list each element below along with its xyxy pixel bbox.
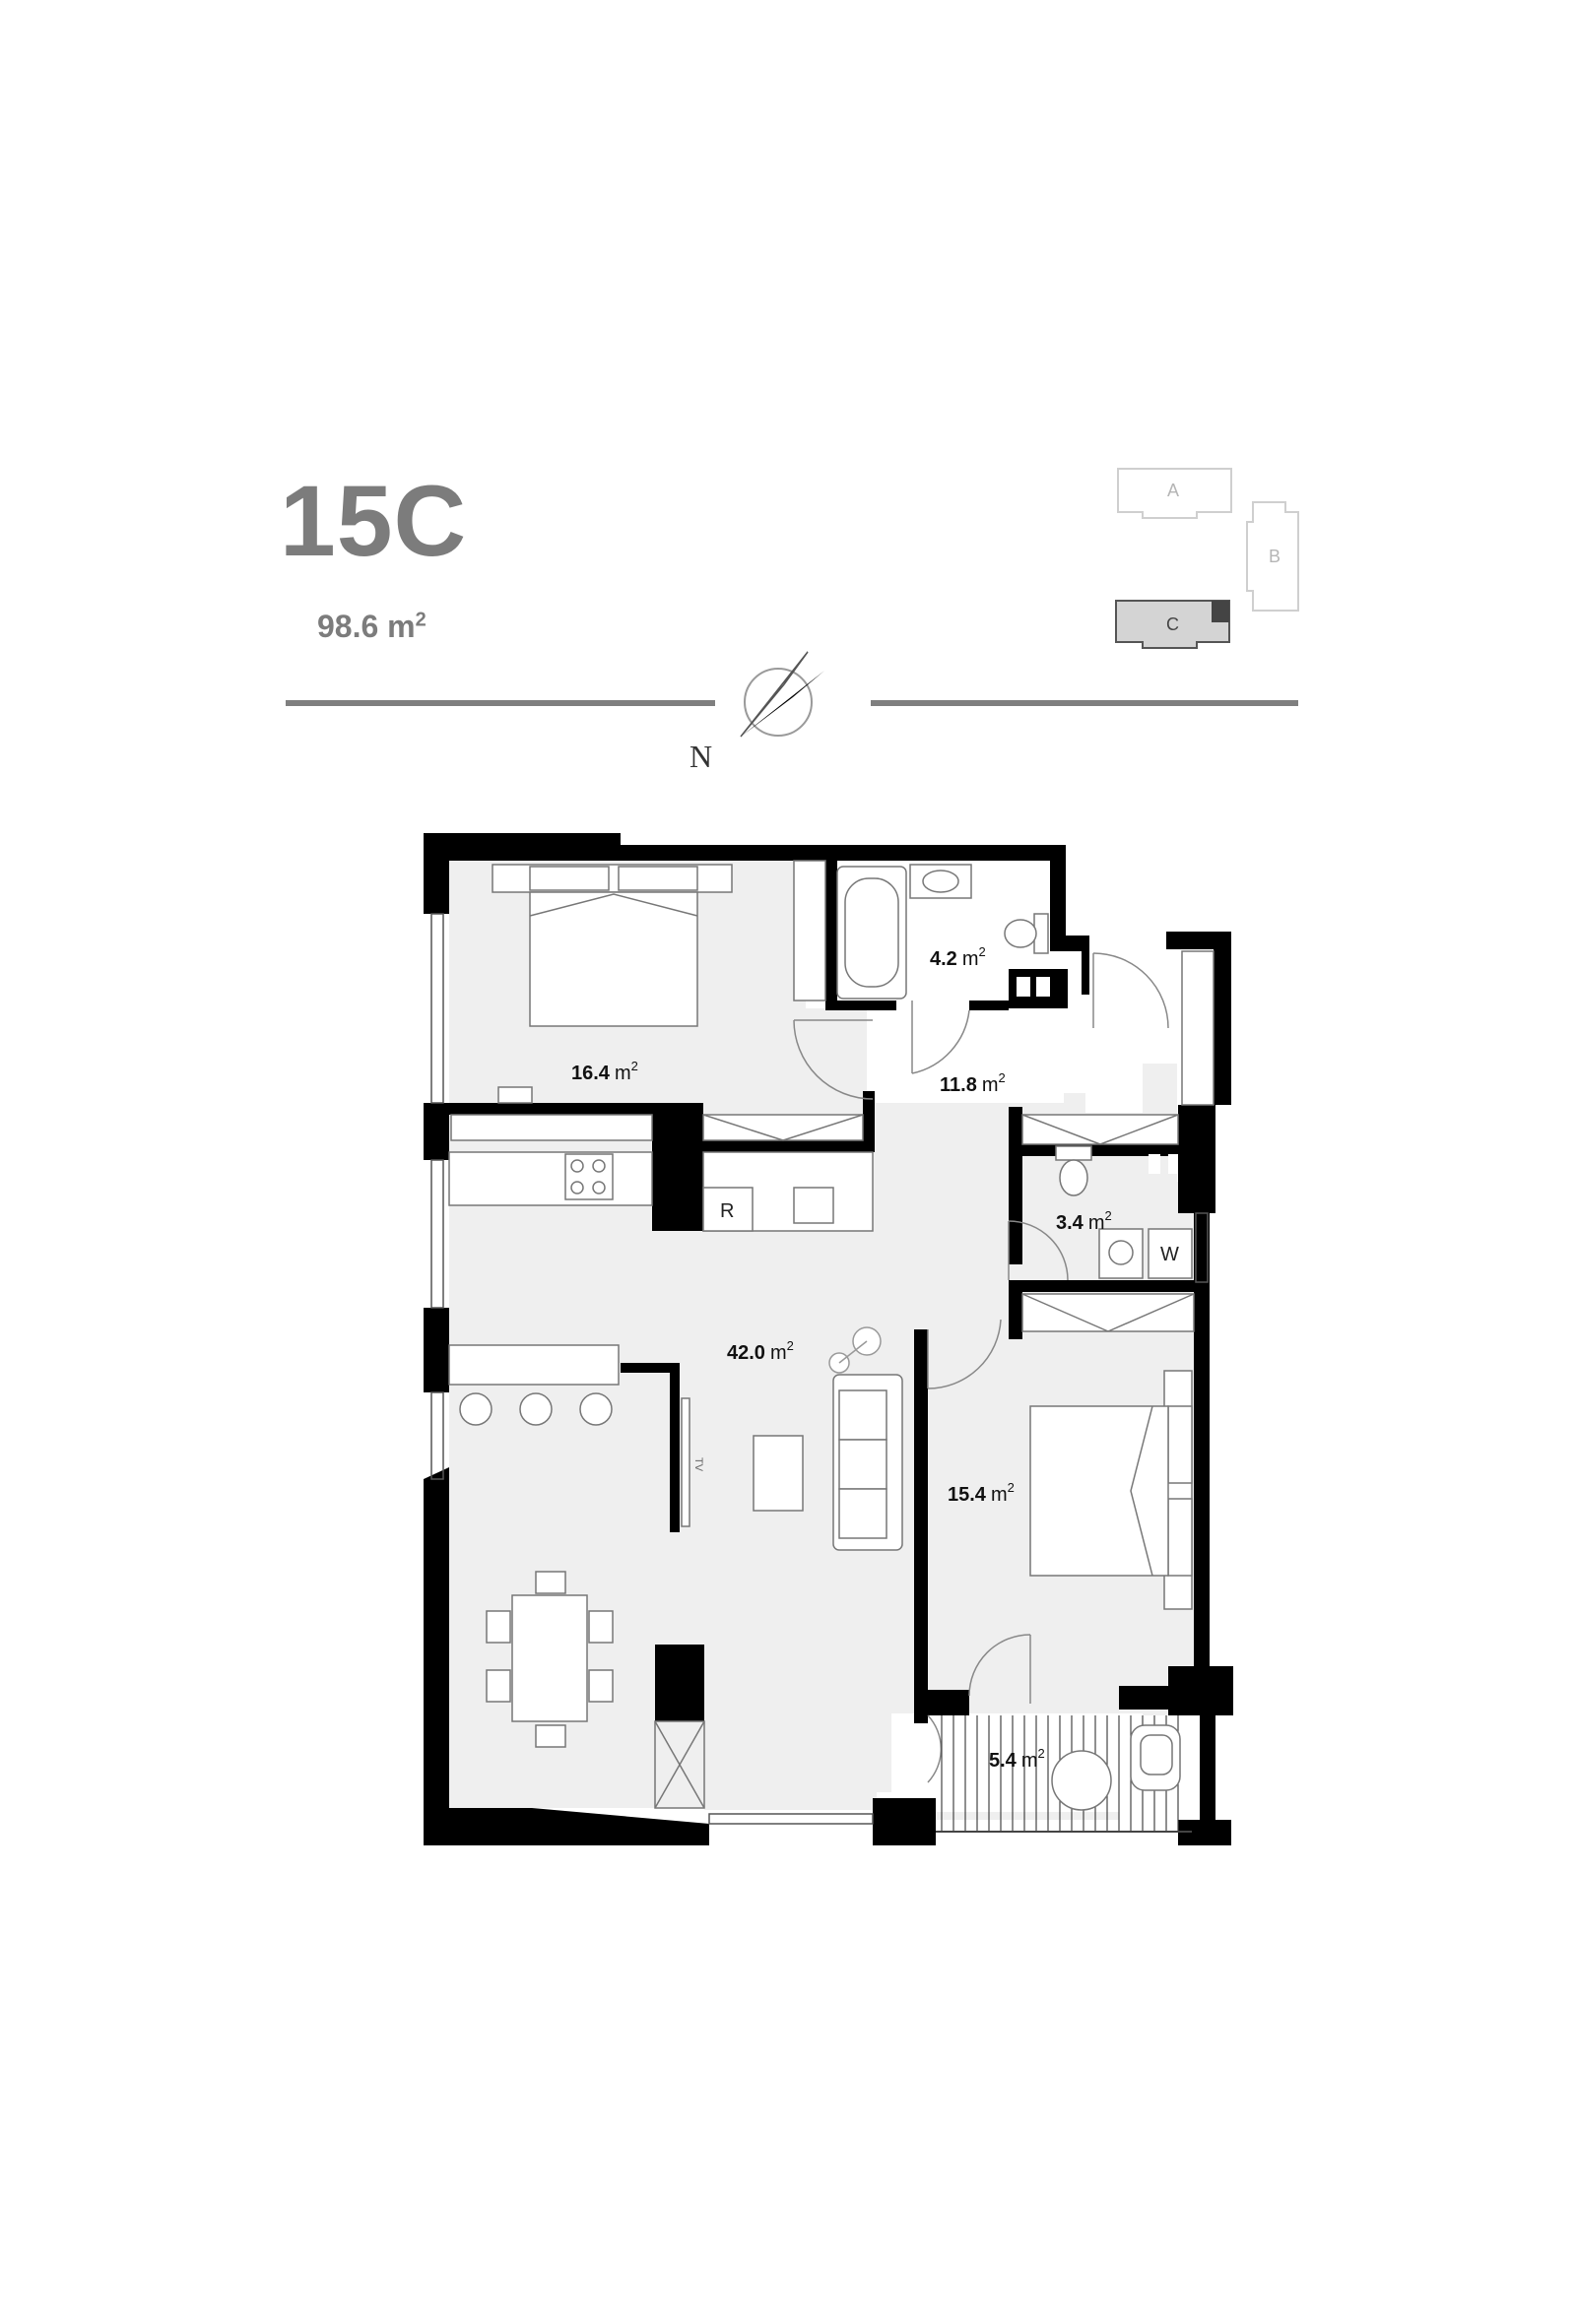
washer: W	[1148, 1228, 1193, 1279]
entry-closet	[1021, 950, 1215, 1145]
unit-area-unit: m	[387, 609, 416, 644]
bedroom-1-area-exp: 2	[631, 1059, 638, 1073]
hall-area-value: 11.8	[940, 1074, 977, 1096]
unit-area-exponent: 2	[415, 609, 427, 631]
fridge-label: R	[720, 1200, 734, 1222]
coffee-table-icon	[753, 1435, 804, 1512]
bathtub-icon	[836, 866, 907, 1000]
balcony-area-value: 5.4	[989, 1750, 1018, 1772]
living-area-unit: m	[770, 1342, 787, 1364]
wc-area-exp: 2	[1104, 1208, 1111, 1223]
fridge: R	[702, 1187, 754, 1232]
unit-area: 98.6 m2	[317, 609, 427, 645]
tv-label: TV	[692, 1457, 704, 1472]
key-plan: A B C	[1115, 468, 1299, 649]
hall-area-unit: m	[982, 1074, 999, 1096]
building-a-label: A	[1167, 481, 1179, 500]
bed-2	[1029, 1370, 1193, 1610]
bedroom-1-area-unit: m	[615, 1063, 631, 1084]
building-c-outline: C	[1115, 600, 1230, 649]
building-c-label: C	[1166, 614, 1179, 634]
dining-table-icon	[486, 1571, 614, 1748]
wardrobe-1	[450, 860, 864, 1141]
bedroom-2-area-exp: 2	[1008, 1480, 1015, 1495]
bedroom-1-area-value: 16.4	[571, 1063, 611, 1084]
washer-label: W	[1160, 1244, 1179, 1265]
tv-unit: TV	[681, 1397, 704, 1527]
lamp-icon	[828, 1326, 882, 1374]
doors	[793, 952, 1169, 1783]
balcony-area-exp: 2	[1037, 1746, 1044, 1761]
bathroom-area-unit: m	[962, 948, 979, 970]
bedroom-2-area-value: 15.4	[948, 1484, 987, 1506]
wardrobe-2	[1021, 1293, 1195, 1332]
storage-closet	[654, 1720, 705, 1809]
windows	[430, 913, 1209, 1825]
wc-area-unit: m	[1088, 1212, 1105, 1234]
compass-icon	[740, 651, 824, 738]
bathroom-area-value: 4.2	[930, 948, 957, 970]
building-b-label: B	[1269, 547, 1280, 566]
divider-right	[871, 700, 1298, 706]
bed-1	[492, 864, 733, 1104]
shaft-grid-3	[1149, 1154, 1178, 1174]
unit-area-value: 98.6	[317, 609, 379, 644]
sofa-icon	[832, 1374, 903, 1551]
living-area-value: 42.0	[727, 1342, 765, 1364]
kitchen-island	[448, 1344, 620, 1426]
bathroom-area-exp: 2	[978, 944, 985, 959]
building-b-outline: B	[1246, 501, 1299, 612]
balcony-furniture-icon	[1051, 1724, 1181, 1811]
walls	[424, 833, 1233, 1845]
shaft-grid-1	[1017, 977, 1050, 997]
wc-area-value: 3.4	[1056, 1212, 1084, 1234]
wc-sink-icon	[1098, 1228, 1144, 1279]
living-area-exp: 2	[787, 1338, 794, 1353]
balcony-area-unit: m	[1021, 1750, 1038, 1772]
unit-title: 15C	[280, 465, 468, 577]
bedroom-2-area-unit: m	[991, 1484, 1008, 1506]
bathroom-toilet-icon	[1004, 913, 1049, 954]
bathroom-sink-icon	[909, 864, 972, 899]
divider-left	[286, 700, 715, 706]
north-label: N	[690, 739, 713, 774]
building-a-outline: A	[1117, 468, 1232, 519]
hall-area-exp: 2	[999, 1070, 1006, 1085]
wc-toilet-icon	[1055, 1145, 1092, 1196]
